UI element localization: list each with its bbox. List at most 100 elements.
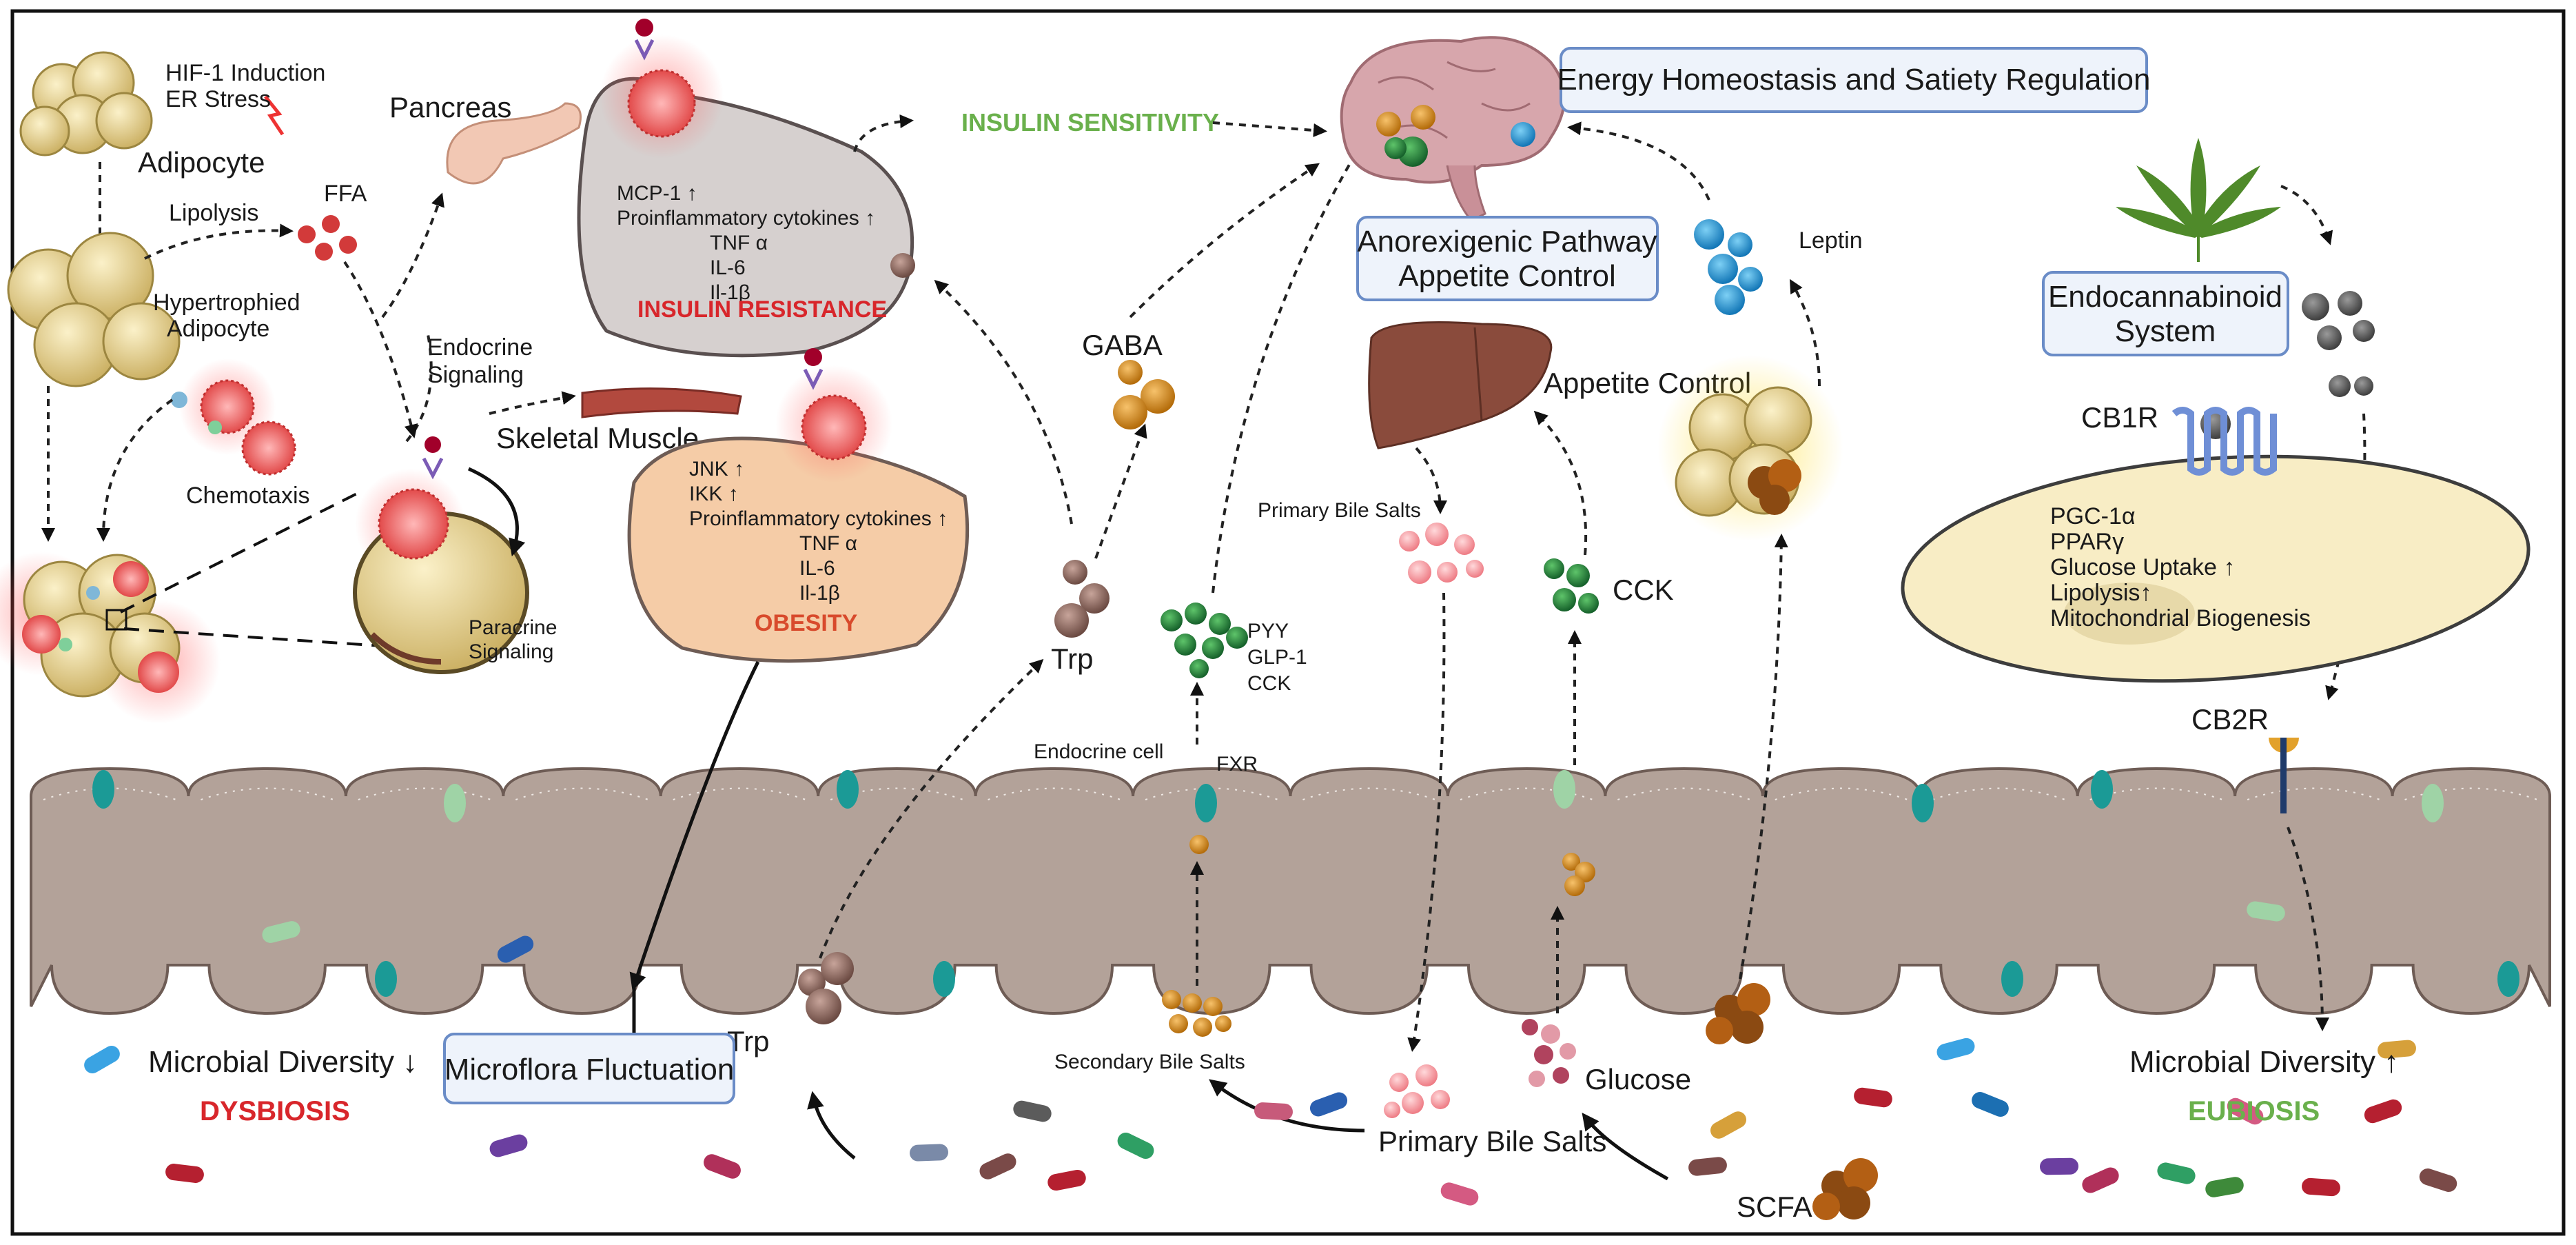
cck-molecules <box>1544 558 1599 614</box>
glucose-molecules <box>1522 1019 1576 1087</box>
bacterium <box>2378 1040 2416 1059</box>
fxr-molecule <box>1189 835 1209 854</box>
bacterium <box>1047 1169 1086 1191</box>
cb1r-cell <box>1901 407 2531 683</box>
obesity-list: JNK ↑ IKK ↑ Proinflammatory cytokines ↑ … <box>689 458 948 605</box>
eubiosis-label: EUBIOSIS <box>2188 1096 2320 1126</box>
crypt-endocrine-cell <box>933 961 955 997</box>
scfa-molecule-cluster-2 <box>1706 983 1770 1044</box>
anorexigenic-box: Anorexigenic Pathway Appetite Control <box>1356 216 1659 301</box>
bacterium <box>84 1046 120 1073</box>
enteroendocrine-cell <box>444 784 466 822</box>
skeletal-muscle-label: Skeletal Muscle <box>496 422 699 454</box>
ffa-label: FFA <box>324 181 367 207</box>
zoom-adipocyte-macrophage <box>353 436 529 674</box>
trp-molecules-upper <box>1054 560 1110 638</box>
insulin-resistance-title: INSULIN RESISTANCE <box>637 296 887 323</box>
cb2r-label: CB2R <box>2191 703 2269 736</box>
dysbiosis-label: DYSBIOSIS <box>200 1096 350 1126</box>
cb1r-effects-list: PGC-1α PPARγ Glucose Uptake ↑ Lipolysis↑… <box>2050 503 2311 631</box>
intestinal-epithelium <box>30 767 2551 1015</box>
enteroendocrine-cell <box>92 770 114 809</box>
inflamed-adipose-tissue <box>0 551 221 724</box>
bacterium <box>2227 1097 2264 1125</box>
microflora-fluctuation-text: Microflora Fluctuation <box>444 1053 735 1086</box>
hypertrophied-label-1: Hypertrophied <box>153 290 300 316</box>
hypertrophied-adipocyte-cluster <box>7 232 181 387</box>
cb1r-effect-3: Lipolysis↑ <box>2050 580 2151 606</box>
endocannabinoid-box: Endocannabinoid System <box>2042 271 2289 356</box>
bacterium <box>1117 1132 1154 1160</box>
obesity-title: OBESITY <box>755 610 858 636</box>
bacterium <box>1936 1038 1975 1061</box>
enteroendocrine-cell <box>1195 784 1217 822</box>
primary-bile-salts-top-label: Primary Bile Salts <box>1258 499 1421 522</box>
bacterium <box>1972 1092 2009 1117</box>
pancreas-organ <box>446 102 582 185</box>
enteroendocrine-cell <box>2422 784 2444 822</box>
pancreas-label: Pancreas <box>389 91 511 123</box>
gaba-label: GABA <box>1082 329 1163 361</box>
leptin-molecules <box>1694 219 1763 315</box>
cb1r-effect-2: Glucose Uptake ↑ <box>2050 554 2235 580</box>
microflora-fluctuation-box: Microflora Fluctuation <box>443 1033 735 1104</box>
hormone-cck: CCK <box>1247 672 1291 695</box>
insulin-sensitivity-label: INSULIN SENSITIVITY <box>961 108 1219 136</box>
cck-label: CCK <box>1613 574 1674 606</box>
hormone-pyy: PYY <box>1247 620 1289 642</box>
bacterium <box>1440 1182 1479 1206</box>
scfa-label: SCFA <box>1737 1191 1812 1223</box>
bacterium <box>2302 1177 2340 1197</box>
chemotaxis-label: Chemotaxis <box>186 483 310 509</box>
enteroendocrine-cells <box>92 770 2519 997</box>
adipocyte-label: Adipocyte <box>138 146 265 179</box>
endocannabinoid-text-1: Endocannabinoid <box>2048 280 2282 314</box>
adipocyte-cluster <box>19 51 153 156</box>
anorexigenic-text-2: Appetite Control <box>1398 259 1616 293</box>
cb1r-effect-1: PPARγ <box>2050 529 2124 555</box>
endocannabinoid-text-2: System <box>2115 314 2216 348</box>
bacterium <box>2157 1162 2196 1184</box>
insulin-resistance-list: MCP-1 ↑ Proinflammatory cytokines ↑ TNF … <box>617 182 875 304</box>
ir-line-4: Il-1β <box>710 281 750 304</box>
fxr-label: FXR <box>1216 753 1258 776</box>
bacterium <box>2040 1157 2078 1175</box>
brain-organ <box>1340 36 1566 222</box>
macrophage-group <box>171 358 296 476</box>
trp-molecules-lower <box>798 952 854 1024</box>
hormone-glp1: GLP-1 <box>1247 646 1307 669</box>
ffa-molecules <box>298 215 357 261</box>
ir-line-0: MCP-1 ↑ <box>617 182 697 205</box>
crypt-endocrine-cell <box>2497 961 2519 997</box>
anorexigenic-text-1: Anorexigenic Pathway <box>1357 225 1657 259</box>
ob-line-2: Proinflammatory cytokines ↑ <box>689 507 948 530</box>
bacterium <box>2082 1167 2119 1193</box>
bacterium <box>489 1134 528 1157</box>
cannabis-leaf-icon <box>2116 138 2281 262</box>
bacterium <box>979 1153 1016 1180</box>
er-stress-label: ER Stress <box>165 86 271 112</box>
bacterium <box>2205 1177 2244 1197</box>
secondary-bile-salt-molecules <box>1162 990 1231 1037</box>
bacterium <box>2364 1099 2402 1124</box>
gut-microbiota <box>84 901 2457 1206</box>
lipolysis-label: Lipolysis <box>169 200 258 226</box>
endocrine-signaling-label-2: Signaling <box>427 362 524 388</box>
glucose-label: Glucose <box>1585 1063 1691 1095</box>
primary-bile-salt-molecules-top <box>1399 523 1484 584</box>
crypt-endocrine-cell <box>2001 961 2023 997</box>
bacterium <box>1254 1102 1293 1120</box>
bacterium <box>1688 1157 1727 1176</box>
energy-homeostasis-text: Energy Homeostasis and Satiety Regulatio… <box>1557 63 2151 97</box>
bacterium <box>1854 1087 1892 1108</box>
insulin-resistance-cell <box>577 19 915 358</box>
microbial-diversity-down-label: Microbial Diversity ↓ <box>148 1045 418 1079</box>
gut-hormone-molecules <box>1161 603 1248 678</box>
bacterium <box>1309 1092 1348 1117</box>
cb1r-effect-0: PGC-1α <box>2050 503 2136 529</box>
paracrine-label-2: Signaling <box>469 640 553 663</box>
cck-release-molecules <box>1562 853 1595 896</box>
secondary-bile-salts-label: Secondary Bile Salts <box>1054 1051 1245 1073</box>
er-stress-lightning-icon <box>264 95 285 136</box>
